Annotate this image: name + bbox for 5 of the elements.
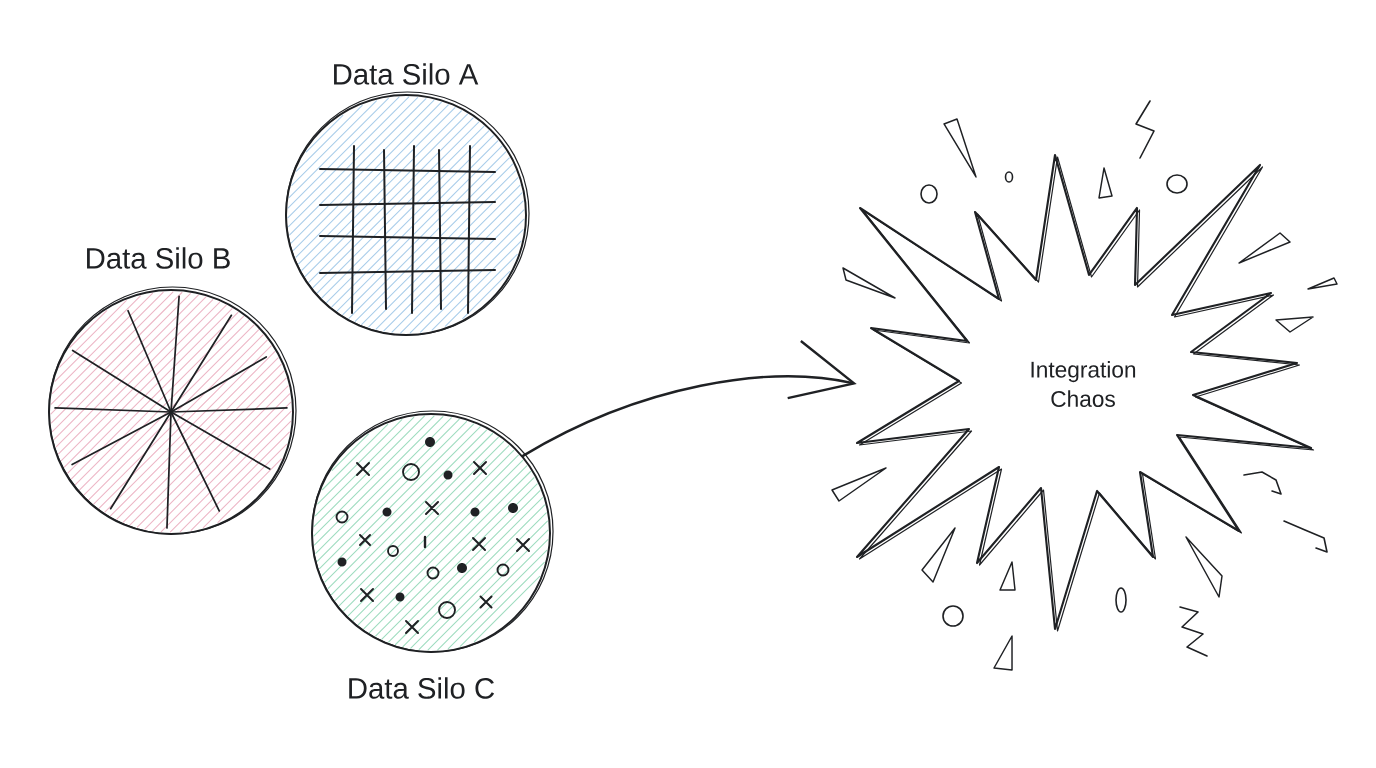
- silo-label: Data Silo C: [349, 677, 495, 699]
- silo-label: Data Silo B: [87, 247, 230, 269]
- starburst: Integration Chaos: [855, 153, 1315, 632]
- silo-label: Data Silo A: [334, 63, 479, 85]
- arrow: [521, 340, 857, 458]
